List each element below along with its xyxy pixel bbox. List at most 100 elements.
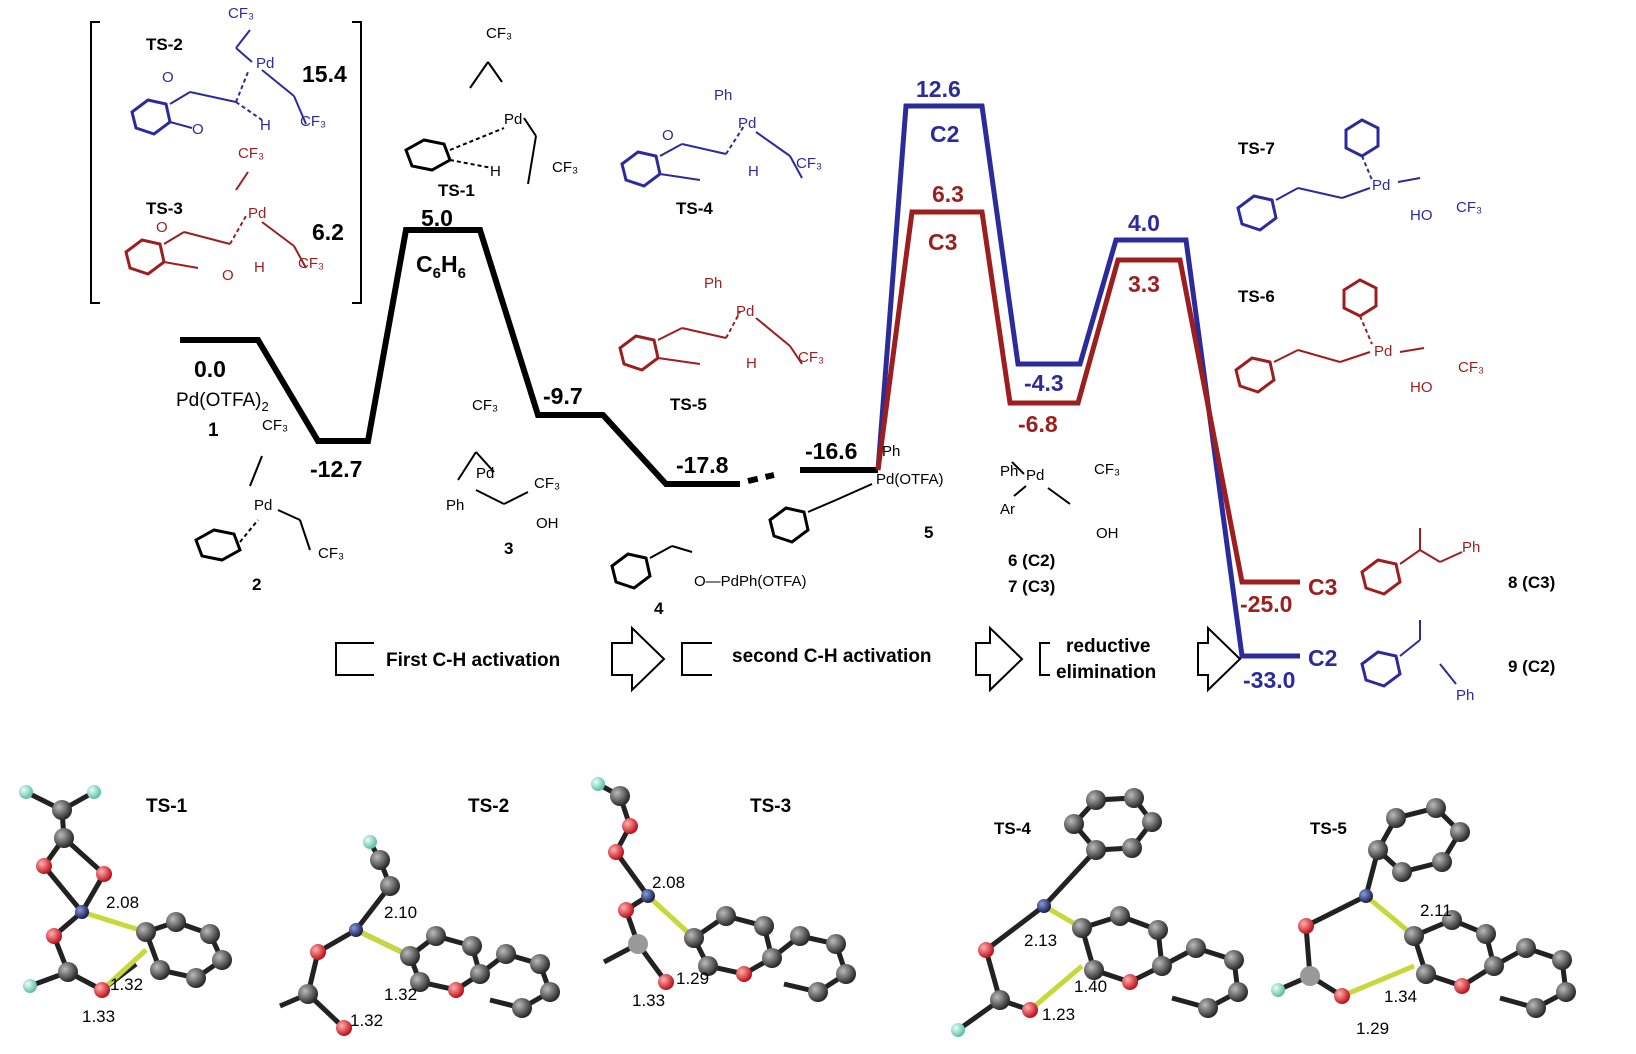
c3-cf3b: CF₃ xyxy=(534,475,560,492)
ts5-structure xyxy=(618,311,803,372)
ts3-label: TS-3 xyxy=(146,199,183,218)
level-c2-int: -4.3 xyxy=(1024,370,1064,396)
level-2: 5.0 xyxy=(421,205,453,231)
c3-oh: OH xyxy=(536,515,559,532)
level-3: -9.7 xyxy=(543,383,583,409)
ts4-label: TS-4 xyxy=(676,199,713,218)
compound-7: 7 (C3) xyxy=(1008,577,1055,596)
c2-label: C2 xyxy=(930,121,959,147)
compound-6: 6 (C2) xyxy=(1008,551,1055,570)
product-8 xyxy=(1360,528,1463,596)
c5-ph: Ph xyxy=(882,443,900,460)
compound-1-number: 1 xyxy=(208,420,219,441)
product-8-ph: Ph xyxy=(1462,539,1480,556)
ts2-pd: Pd xyxy=(256,55,274,72)
c3-cf3: CF₃ xyxy=(472,397,498,414)
compound-sketches xyxy=(194,451,1071,590)
ts2-structure xyxy=(130,29,307,136)
ts3-cf3: CF₃ xyxy=(238,145,264,162)
compound-4: 4 xyxy=(654,599,664,618)
ts3-d3: 1.29 xyxy=(676,969,709,988)
ts1-cf3b: CF₃ xyxy=(552,159,578,176)
ts2-o1: O xyxy=(162,69,174,86)
ts1-h: H xyxy=(490,163,501,180)
step-second: second C-H activation xyxy=(732,646,932,667)
c5-pd: Pd(OTFA) xyxy=(876,471,944,488)
ts3-energy: 6.2 xyxy=(312,219,344,245)
ts3-d2: 1.33 xyxy=(632,991,665,1010)
ts3-pd: Pd xyxy=(248,205,266,222)
ts1-d2: 1.32 xyxy=(110,975,143,994)
level-c3-int: -6.8 xyxy=(1018,411,1058,437)
c2-prod-label: C2 xyxy=(1308,645,1337,671)
ts1-label: TS-1 xyxy=(438,181,475,200)
level-1: -12.7 xyxy=(310,456,362,482)
ts2-d3: 1.32 xyxy=(350,1011,383,1030)
model-ts5-title: TS-5 xyxy=(1310,819,1347,838)
ts4-structure xyxy=(620,125,803,188)
ts7-pd: Pd xyxy=(1372,177,1390,194)
ts7-ho: HO xyxy=(1410,207,1433,224)
ts2-energy: 15.4 xyxy=(302,61,347,87)
model-ts5 xyxy=(1271,798,1576,1018)
c4-otfa: O—PdPh(OTFA) xyxy=(694,573,807,590)
c3-prod-label: C3 xyxy=(1308,574,1337,600)
ts5-cf3: CF₃ xyxy=(798,349,824,366)
ts-bracket xyxy=(90,21,362,304)
profile-c2-blue xyxy=(875,103,1300,659)
ts5-label: TS-5 xyxy=(670,395,707,414)
level-c3-prod: -25.0 xyxy=(1240,591,1292,617)
level-5: -16.6 xyxy=(805,438,857,464)
ts1-d3: 1.33 xyxy=(82,1007,115,1026)
ts4-h: H xyxy=(748,163,759,180)
model-ts2-title: TS-2 xyxy=(468,796,509,817)
c67-ar: Ar xyxy=(1000,501,1015,518)
c67-ph: Ph xyxy=(1000,463,1018,480)
profile-black xyxy=(180,227,878,487)
ts3-cf3b: CF₃ xyxy=(298,255,324,272)
ts4-pd: Pd xyxy=(738,115,756,132)
model-ts1-title: TS-1 xyxy=(146,796,188,817)
c3-ph: Ph xyxy=(446,497,464,514)
level-c3-ts: 6.3 xyxy=(932,181,964,207)
ts2-label: TS-2 xyxy=(146,35,183,54)
ts7-structure xyxy=(1236,118,1421,232)
model-ts3 xyxy=(591,777,856,1002)
ts2-d2: 1.32 xyxy=(384,985,417,1004)
ts4-cf3: CF₃ xyxy=(796,155,822,172)
ts5-pd: Pd xyxy=(736,303,754,320)
c6h6-label: C6H6 xyxy=(416,251,466,282)
c2-cf3: CF₃ xyxy=(262,417,288,434)
ts6-pd: Pd xyxy=(1374,343,1392,360)
pdotfa2-label: Pd(OTFA)2 xyxy=(176,390,269,414)
ts5-d1: 2.11 xyxy=(1420,901,1452,920)
c3-pd: Pd xyxy=(476,465,494,482)
compound-3: 3 xyxy=(504,539,513,558)
c67-cf3: CF₃ xyxy=(1094,461,1120,478)
ts3-d1: 2.08 xyxy=(652,873,685,892)
c67-oh: OH xyxy=(1096,525,1119,542)
product-9 xyxy=(1360,620,1457,688)
ts2-cf3: CF₃ xyxy=(228,5,254,22)
ts1-d1: 2.08 xyxy=(106,893,139,912)
ts2-o2: O xyxy=(192,121,204,138)
ts5-d3: 1.29 xyxy=(1356,1019,1389,1038)
ts4-d2: 1.40 xyxy=(1074,977,1107,996)
ts2-cf3b: CF₃ xyxy=(300,113,326,130)
ts4-d1: 2.13 xyxy=(1024,931,1057,950)
step-elimination: elimination xyxy=(1056,662,1156,683)
c67-pd: Pd xyxy=(1026,467,1044,484)
compound-2: 2 xyxy=(252,575,261,594)
c3-label: C3 xyxy=(928,229,957,255)
step-first: First C-H activation xyxy=(386,650,560,671)
ts7-cf3: CF₃ xyxy=(1456,199,1482,216)
ts4-o: O xyxy=(662,127,674,144)
ts1-structure xyxy=(404,61,537,185)
ts3-h: H xyxy=(254,259,265,276)
compound-5: 5 xyxy=(924,523,933,542)
level-0: 0.0 xyxy=(194,356,226,382)
ts6-ho: HO xyxy=(1410,379,1433,396)
ts2-h: H xyxy=(260,117,271,134)
c2-pd: Pd xyxy=(254,497,272,514)
